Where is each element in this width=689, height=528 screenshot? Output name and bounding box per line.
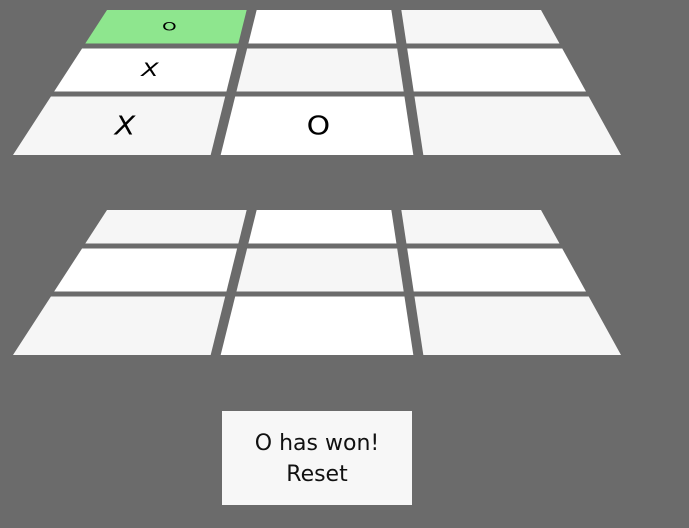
board-1-cell-r2-c2[interactable]	[236, 48, 404, 92]
board-bottom	[13, 210, 621, 355]
board-2-cell-r2-c3[interactable]	[407, 248, 586, 292]
board-1-cell-r1-c3[interactable]	[401, 10, 560, 44]
board-2-cell-r3-c2[interactable]	[220, 296, 414, 356]
board-2-cell-r2-c2[interactable]	[236, 248, 404, 292]
board-2-cell-r3-c1[interactable]	[13, 296, 226, 356]
board-1-cell-r2-c1[interactable]	[54, 48, 238, 92]
reset-button[interactable]: Reset	[286, 462, 348, 487]
board-2-cell-r2-c1[interactable]	[54, 248, 238, 292]
board-2-cell-r1-c3[interactable]	[401, 210, 560, 244]
board-1-cell-r3-c1[interactable]	[13, 96, 226, 156]
board-1-cell-r3-c3[interactable]	[414, 96, 621, 156]
status-panel: O has won! Reset	[222, 411, 412, 505]
board-2-cell-r1-c1[interactable]	[85, 210, 247, 244]
status-message: O has won!	[254, 431, 380, 456]
board-1-cell-r1-c2[interactable]	[248, 10, 397, 44]
board-1-cell-r2-c3[interactable]	[407, 48, 586, 92]
board-2-cell-r3-c3[interactable]	[414, 296, 621, 356]
board-2-cell-r1-c2[interactable]	[248, 210, 397, 244]
board-1-cell-r3-c2[interactable]	[220, 96, 414, 156]
board-1-cell-r1-c1[interactable]	[85, 10, 247, 44]
